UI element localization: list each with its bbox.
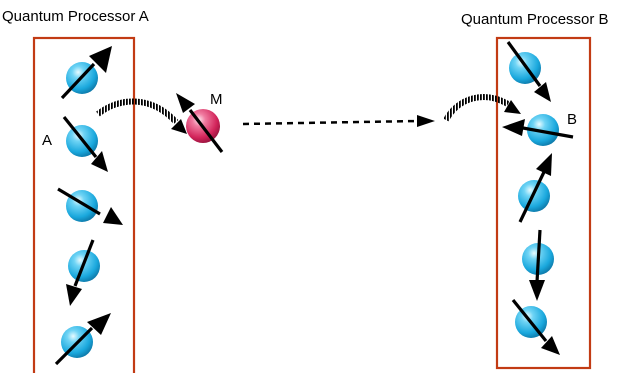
shuttle-path-dashed: [242, 119, 419, 126]
qubit-a-label: A: [42, 132, 52, 149]
processor-b-qubit-5: [511, 298, 560, 355]
mediator-qubit: [176, 93, 224, 153]
transfer-arrowhead-a: [171, 119, 187, 134]
processor-a-qubit-1: [60, 46, 112, 100]
transfer-arrowhead-b: [504, 100, 521, 114]
processor-b-qubit-3: [518, 153, 552, 223]
processor-b-title: Quantum Processor B: [461, 11, 609, 28]
processor-b-qubit-2: [502, 114, 574, 146]
processor-a-title: Quantum Processor A: [2, 8, 149, 25]
processor-b-qubit-1: [506, 41, 551, 102]
transfer-arrow-a-to-m: [96, 98, 179, 125]
processor-b-frame: [495, 36, 592, 370]
processor-a-qubit-4: [66, 239, 100, 306]
shuttle-arrowhead: [417, 115, 435, 127]
qubit-b-label: B: [567, 111, 577, 128]
processor-b-qubit-4: [522, 229, 554, 301]
mediator-label: M: [210, 91, 223, 108]
transfer-arrow-m-to-b: [443, 94, 510, 122]
processor-a-frame: [32, 36, 136, 373]
processor-a-qubit-5: [54, 313, 111, 366]
processor-a-qubit-3: [57, 187, 123, 225]
processor-a-qubit-2: [62, 116, 108, 172]
